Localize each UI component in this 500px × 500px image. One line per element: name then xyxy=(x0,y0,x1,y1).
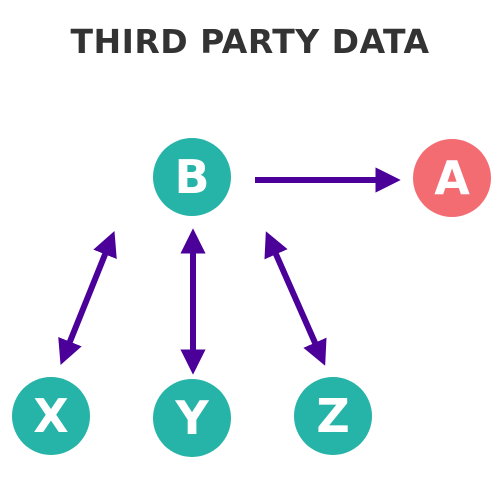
node-b-circle xyxy=(153,138,231,216)
node-y-circle xyxy=(153,379,231,457)
node-x-label: X xyxy=(33,389,68,443)
node-x: X xyxy=(12,377,90,455)
node-y-label: Y xyxy=(174,391,209,445)
arrow-b-z-bidirectional xyxy=(264,231,327,366)
node-z: Z xyxy=(294,377,372,455)
node-x-circle xyxy=(12,377,90,455)
arrow-b-x-bidirectional xyxy=(58,230,117,366)
diagram-title: THIRD PARTY DATA xyxy=(70,22,430,61)
node-z-circle xyxy=(294,377,372,455)
node-b: B xyxy=(153,138,231,216)
node-a-label: A xyxy=(434,151,470,205)
node-z-label: Z xyxy=(316,389,349,443)
node-a: A xyxy=(413,139,491,217)
node-b-label: B xyxy=(174,150,209,204)
node-y: Y xyxy=(153,379,231,457)
node-a-circle xyxy=(413,139,491,217)
